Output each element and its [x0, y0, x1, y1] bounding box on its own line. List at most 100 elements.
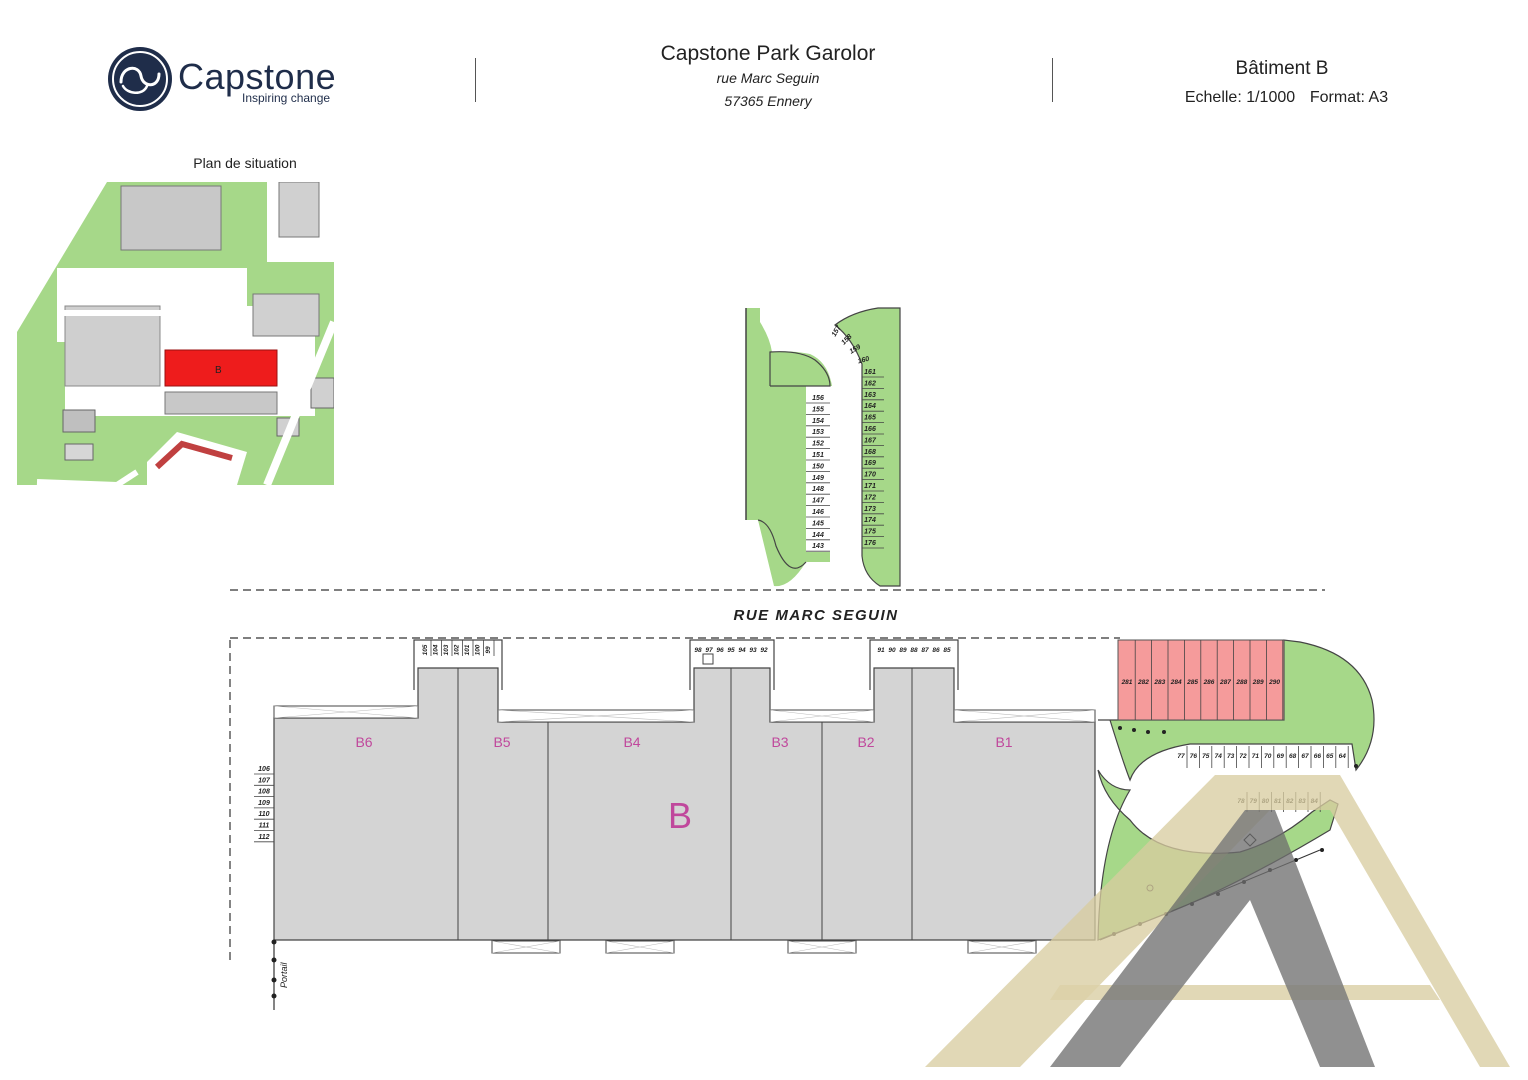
parking-space: 73: [1227, 753, 1235, 760]
parking-space: 92: [760, 647, 768, 654]
parking-space: 87: [921, 647, 929, 654]
parking-space: 147: [812, 498, 825, 505]
sheet-format: Format: A3: [1309, 89, 1389, 106]
parking-space: 160: [857, 356, 870, 366]
parking-space: 155: [812, 406, 824, 413]
parking-space: 146: [812, 509, 824, 516]
gate-label: Portail: [279, 961, 289, 988]
cell-label-b3: B3: [771, 734, 788, 750]
parking-space: 285: [1186, 679, 1198, 686]
cell-label-b4: B4: [623, 734, 640, 750]
parking-space: 100: [475, 644, 482, 655]
road-label: RUE MARC SEGUIN: [733, 607, 898, 624]
parking-space: 67: [1301, 753, 1309, 760]
parking-space: 174: [864, 517, 876, 524]
project-title: Capstone Park Garolor: [660, 42, 876, 65]
north-green-right: [834, 307, 901, 587]
parking-space: 72: [1239, 753, 1247, 760]
parking-space: 290: [1268, 679, 1280, 686]
parking-space: 66: [1314, 753, 1322, 760]
parking-space: 162: [864, 380, 876, 387]
parking-space: 164: [864, 403, 876, 410]
parking-space: 89: [899, 647, 907, 654]
parking-space: 152: [812, 441, 824, 448]
parking-space: 284: [1170, 679, 1182, 686]
parking-space: 101: [464, 644, 471, 655]
parking-space: 171: [864, 483, 876, 490]
sheet-scale: Echelle: 1/1000: [1184, 89, 1296, 106]
parking-space: 153: [812, 429, 824, 436]
parking-space: 95: [727, 647, 735, 654]
parking-space: 145: [812, 520, 824, 527]
parking-space: 105: [422, 644, 429, 655]
inset-title: Plan de situation: [193, 155, 297, 171]
parking-space: 144: [812, 532, 824, 539]
parking-space: 112: [258, 834, 269, 841]
parking-space: 283: [1153, 679, 1165, 686]
parking-space: 159: [848, 344, 862, 356]
parking-space: 281: [1121, 679, 1133, 686]
parking-space: 110: [258, 811, 269, 818]
parking-space: 74: [1215, 753, 1223, 760]
parking-space: 149: [812, 475, 824, 482]
parking-space: 97: [705, 647, 713, 654]
parking-space: 106: [258, 766, 270, 773]
sheet-building: Bâtiment B: [1235, 58, 1329, 79]
parking-space: 151: [812, 452, 824, 459]
parking-space: 91: [877, 647, 885, 654]
parking-space: 176: [864, 540, 876, 547]
inset-map: B: [17, 182, 334, 485]
parking-space: 77: [1177, 753, 1185, 760]
watermark-logo-icon: [925, 775, 1510, 1067]
capstone-logo-icon: [108, 47, 172, 111]
parking-space: 173: [864, 506, 876, 513]
east-green: [1098, 639, 1375, 782]
parking-space: 143: [812, 543, 824, 550]
cell-label-b6: B6: [355, 734, 372, 750]
parking-space: 94: [738, 647, 746, 654]
parking-space: 108: [258, 789, 270, 796]
brand-name: Capstone: [178, 56, 337, 97]
parking-space: 163: [864, 392, 876, 399]
parking-space: 289: [1252, 679, 1264, 686]
parking-space: 161: [864, 369, 876, 376]
parking-space: 172: [864, 494, 876, 501]
parking-space: 102: [454, 644, 461, 655]
svg-text:B: B: [215, 365, 222, 376]
parking-space: 93: [749, 647, 757, 654]
parking-space: 65: [1326, 753, 1334, 760]
parking-space: 75: [1202, 753, 1210, 760]
parking-space: 111: [259, 823, 270, 830]
parking-space: 64: [1339, 753, 1347, 760]
cell-label-b2: B2: [857, 734, 874, 750]
building-label: B: [668, 795, 692, 836]
parking-space: 71: [1252, 753, 1260, 760]
parking-space: 104: [433, 644, 440, 655]
parking-space: 70: [1264, 753, 1272, 760]
parking-space: 154: [812, 418, 824, 425]
brand-tagline: Inspiring change: [242, 91, 331, 105]
parking-space: 86: [932, 647, 940, 654]
parking-space: 76: [1190, 753, 1198, 760]
parking-space: 99: [485, 646, 492, 654]
parking-space: 150: [812, 463, 824, 470]
parking-space: 88: [910, 647, 918, 654]
parking-space: 282: [1137, 679, 1149, 686]
parking-space: 287: [1219, 679, 1231, 686]
parking-space: 156: [812, 395, 824, 402]
divider-right: [1052, 58, 1053, 102]
parking-space: 168: [864, 449, 876, 456]
parking-space: 85: [943, 647, 951, 654]
cell-label-b1: B1: [995, 734, 1012, 750]
parking-space: 96: [716, 647, 724, 654]
parking-space: 109: [258, 800, 270, 807]
parking-space: 107: [258, 777, 271, 784]
parking-space: 166: [864, 426, 876, 433]
parking-space: 170: [864, 472, 876, 479]
divider-left: [475, 58, 476, 102]
parking-space: 286: [1203, 679, 1215, 686]
project-city: 57365 Ennery: [724, 93, 812, 109]
parking-space: 175: [864, 529, 876, 536]
